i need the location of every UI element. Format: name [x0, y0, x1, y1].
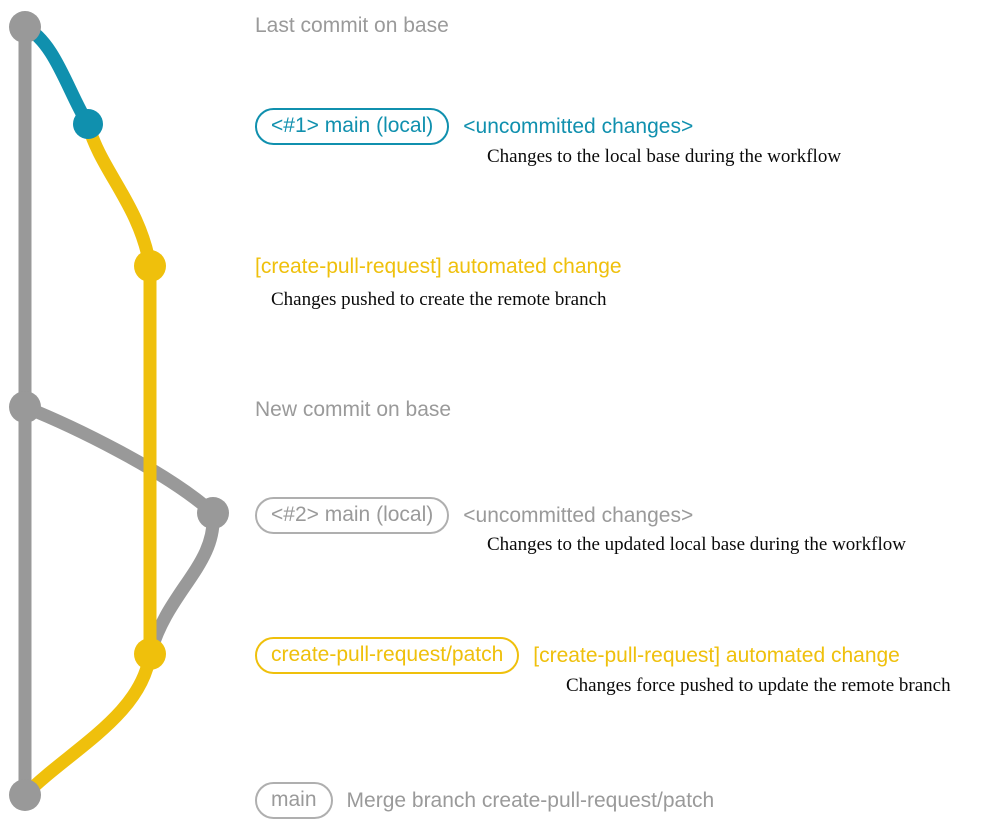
commit-description-local-1: Changes to the local base during the wor…: [487, 146, 842, 167]
patch-to-merge-line: [18, 647, 157, 802]
commit-subject-patch-commit-1: [create-pull-request] automated change: [255, 255, 622, 278]
commit-subject-patch-commit-2: [create-pull-request] automated change: [533, 643, 900, 667]
commit-headline-local-2: <#2> main (local) <uncommitted changes>: [255, 497, 693, 534]
local1-to-patch1-line: [81, 117, 157, 273]
commit-node-patch-commit-2: [134, 638, 166, 670]
commit-subject-base-new: New commit on base: [255, 398, 452, 421]
commit-description-patch-commit-2: Changes force pushed to update the remot…: [566, 675, 951, 696]
commit-description-patch-commit-1: Changes pushed to create the remote bran…: [271, 289, 607, 310]
commit-node-patch-commit-1: [134, 250, 166, 282]
commit-node-local-2: [197, 497, 229, 529]
commit-subject-base-last: Last commit on base: [255, 14, 449, 37]
commit-headline-local-1: <#1> main (local) <uncommitted changes>: [255, 108, 693, 145]
commit-node-local-1: [73, 109, 103, 139]
commit-description-local-2: Changes to the updated local base during…: [487, 534, 906, 555]
base-to-local2-line: [18, 400, 220, 520]
commit-subject-local-2: <uncommitted changes>: [463, 503, 694, 527]
commit-subject-local-1: <uncommitted changes>: [463, 114, 694, 138]
commit-node-base-merge: [9, 779, 41, 811]
branch-badge-local-1[interactable]: <#1> main (local): [255, 108, 450, 145]
commit-node-base-new: [9, 391, 41, 423]
commit-headline-patch-commit-2: create-pull-request/patch [create-pull-r…: [255, 637, 900, 674]
commit-node-base-last: [9, 11, 41, 43]
branch-badge-patch-commit-2[interactable]: create-pull-request/patch: [255, 637, 520, 674]
local2-to-patch-line: [143, 506, 220, 661]
commit-headline-base-merge: main Merge branch create-pull-request/pa…: [255, 782, 714, 819]
branch-badge-local-2[interactable]: <#2> main (local): [255, 497, 450, 534]
commit-subject-base-merge: Merge branch create-pull-request/patch: [346, 788, 715, 812]
branch-badge-main[interactable]: main: [255, 782, 333, 819]
